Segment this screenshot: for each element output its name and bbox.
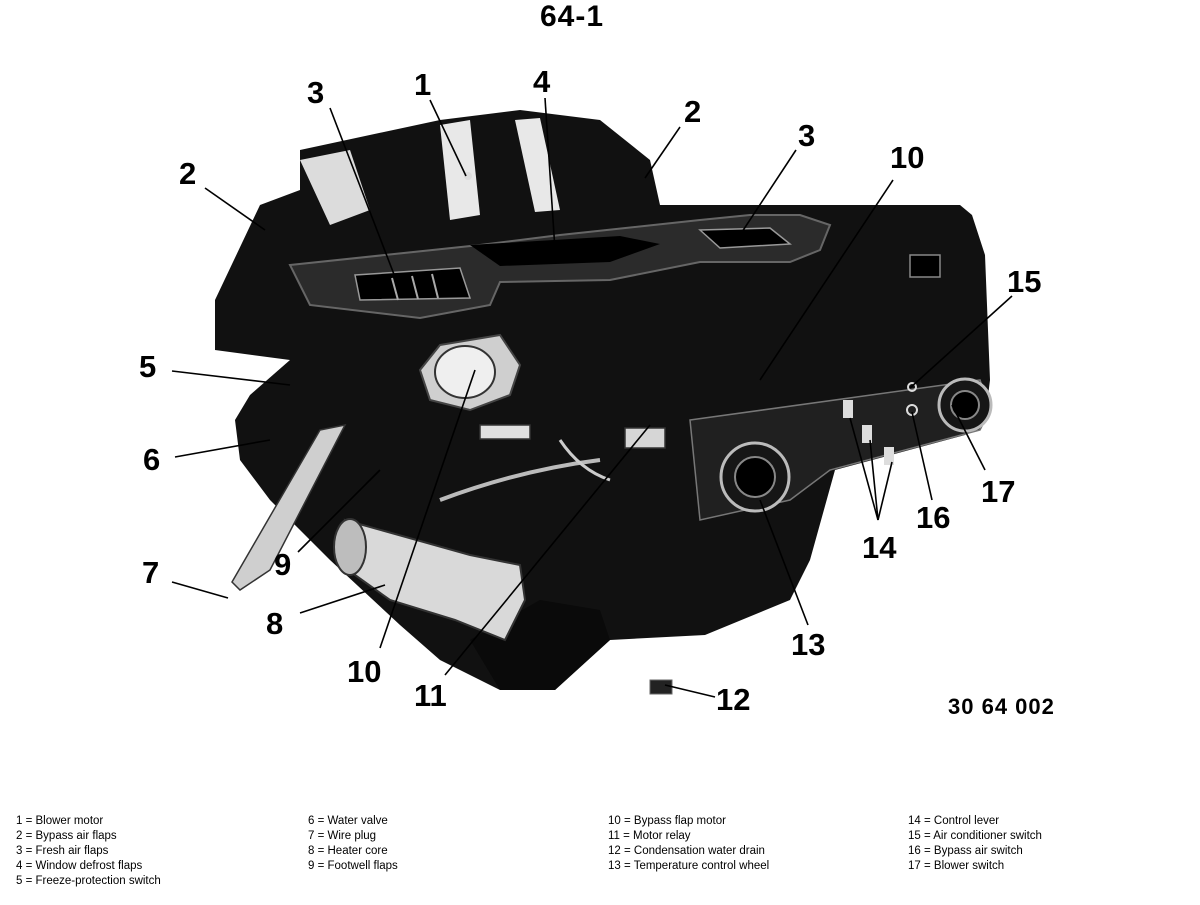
callout-13: 13	[791, 627, 825, 662]
callout-12: 12	[716, 682, 750, 717]
control-panel	[689, 254, 993, 521]
callout-2-left: 2	[179, 156, 196, 191]
heater-core-pipe	[333, 518, 527, 642]
legend-column-3: 10 = Bypass flap motor 11 = Motor relay …	[608, 814, 769, 874]
callout-4: 4	[533, 64, 551, 99]
legend-item: 14 = Control lever	[908, 815, 1000, 827]
legend-item: 9 = Footwell flaps	[308, 860, 398, 872]
legend-item: 13 = Temperature control wheel	[608, 860, 770, 872]
figure-number: 30 64 002	[948, 694, 1055, 719]
legend-item: 10 = Bypass flap motor	[608, 815, 726, 827]
callout-5: 5	[139, 349, 156, 384]
callout-7: 7	[142, 555, 159, 590]
legend-item: 12 = Condensation water drain	[608, 845, 765, 857]
legend-column-4: 14 = Control lever 15 = Air conditioner …	[908, 814, 1042, 874]
legend-item: 7 = Wire plug	[308, 830, 377, 842]
leader-lines	[171, 97, 1013, 698]
legend-item: 17 = Blower switch	[908, 860, 1005, 872]
legend-item: 1 = Blower motor	[16, 815, 104, 827]
callout-16: 16	[916, 500, 950, 535]
legend-item: 16 = Bypass air switch	[908, 845, 1023, 857]
callout-10-bottom: 10	[347, 654, 381, 689]
blower-housing	[300, 118, 560, 225]
fresh-air-flap-vents	[354, 227, 792, 301]
page-title: 64-1	[540, 0, 605, 33]
legend-item: 5 = Freeze-protection switch	[16, 875, 161, 887]
heater-assembly-photo: 3 1 4 2 2 3 10 15 5 6 9 7 8 10 11 12 13 …	[139, 64, 1041, 717]
callout-1: 1	[414, 67, 431, 102]
callout-3-left: 3	[307, 75, 324, 110]
callout-9: 9	[274, 547, 291, 582]
legend-item: 6 = Water valve	[308, 815, 388, 827]
callout-11: 11	[414, 678, 447, 713]
callout-15: 15	[1007, 264, 1041, 299]
condensation-drain	[649, 679, 673, 695]
callout-3-right: 3	[798, 118, 815, 153]
bypass-flap-motor	[418, 333, 522, 412]
callout-14: 14	[862, 530, 897, 565]
legend-item: 11 = Motor relay	[608, 830, 691, 842]
callout-10-top: 10	[890, 140, 924, 175]
legend-column-1: 1 = Blower motor 2 = Bypass air flaps 3 …	[16, 814, 161, 889]
legend-item: 15 = Air conditioner switch	[908, 830, 1042, 842]
callout-17: 17	[981, 474, 1015, 509]
legend-item: 2 = Bypass air flaps	[16, 830, 117, 842]
legend-item: 4 = Window defrost flaps	[16, 860, 143, 872]
callout-2-right: 2	[684, 94, 701, 129]
legend-column-2: 6 = Water valve 7 = Wire plug 8 = Heater…	[308, 814, 398, 874]
wire-plug-lever	[231, 423, 347, 591]
callout-6: 6	[143, 442, 160, 477]
callout-8: 8	[266, 606, 283, 641]
legend-item: 3 = Fresh air flaps	[16, 845, 109, 857]
legend-item: 8 = Heater core	[308, 845, 388, 857]
